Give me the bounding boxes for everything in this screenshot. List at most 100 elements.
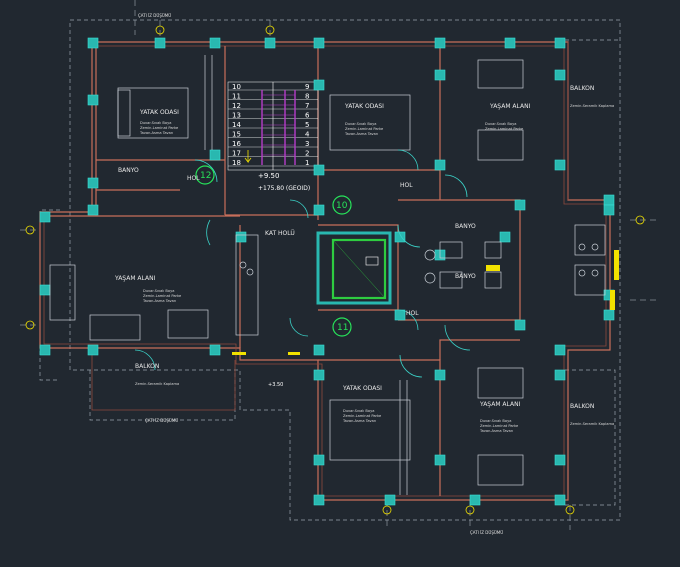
structural-column — [313, 454, 325, 466]
stair-number-left: 10 — [232, 83, 241, 91]
structural-column — [264, 37, 276, 49]
structural-column — [87, 204, 99, 216]
structural-column — [434, 454, 446, 466]
structural-column — [313, 79, 325, 91]
room-label-bath-3: BANYO — [455, 273, 476, 280]
structural-column — [554, 37, 566, 49]
stair-number-right: 3 — [305, 140, 309, 148]
yellow-accents — [232, 250, 619, 355]
doors — [134, 149, 471, 378]
stair-number-left: 14 — [232, 121, 241, 129]
unit-markers — [195, 165, 352, 337]
structural-column — [39, 211, 51, 223]
level-marker-2: +175.80 (GEOID) — [258, 185, 310, 192]
stair-number-right: 1 — [305, 159, 309, 167]
room-label-living-3: YAŞAM ALANI — [479, 401, 521, 408]
structural-column — [313, 164, 325, 176]
stair-number-right: 8 — [305, 93, 309, 101]
structural-column — [504, 37, 516, 49]
roof-label-bottom: ÇATI İZ DÜŞÜMÜ — [470, 530, 503, 535]
structural-column — [313, 369, 325, 381]
elevator-shaft — [316, 231, 392, 305]
stair-number-left: 18 — [232, 159, 241, 167]
level-marker-3: +3.50 — [268, 382, 283, 388]
columns — [39, 37, 615, 506]
stair-number-right: 4 — [305, 131, 310, 139]
structural-column — [554, 369, 566, 381]
structural-column — [434, 159, 446, 171]
room-note: Duvar.Sıvalı Boya — [143, 289, 174, 293]
room-label-living-2: YAŞAM ALANI — [114, 275, 156, 282]
stair-number-left: 11 — [232, 93, 241, 101]
structural-column — [554, 344, 566, 356]
structural-column — [39, 344, 51, 356]
room-label-bedroom-3: YATAK ODASI — [342, 385, 382, 392]
structural-column — [554, 69, 566, 81]
room-note: Tavan.Asma Tavan — [142, 299, 176, 303]
room-note: Zemin.Seramik Kaplama — [135, 382, 179, 386]
room-note: Zemin.Seramik Kaplama — [570, 104, 614, 108]
unit-number-11: 11 — [337, 323, 348, 333]
room-label-living-1: YAŞAM ALANI — [489, 103, 531, 110]
room-note: Zemin.Laminat Parke — [345, 127, 384, 131]
roof-label-top: ÇATI İZ DÜŞÜMÜ — [138, 13, 171, 18]
staircase — [227, 81, 319, 171]
structural-column — [87, 94, 99, 106]
room-note: Duvar.Sıvalı Boya — [140, 121, 171, 125]
room-note: Zemin.Seramik Kaplama — [570, 422, 614, 426]
structural-column — [313, 204, 325, 216]
room-label-hall-1: HOL — [400, 182, 413, 189]
structural-column — [499, 231, 511, 243]
unit-number-10: 10 — [336, 201, 348, 211]
structural-column — [87, 177, 99, 189]
room-note: Tavan.Asma Tavan — [479, 429, 513, 433]
structural-column — [469, 494, 481, 506]
structural-column — [313, 494, 325, 506]
room-label-bedroom-1: YATAK ODASI — [139, 109, 179, 116]
room-note: Zemin.Laminat Parke — [140, 126, 179, 130]
unit-number-12: 12 — [200, 171, 211, 181]
structural-column — [87, 37, 99, 49]
stair-number-left: 16 — [232, 140, 241, 148]
structural-column — [514, 199, 526, 211]
structural-column — [434, 37, 446, 49]
structural-column — [384, 494, 396, 506]
room-note: Tavan.Asma Tavan — [139, 131, 173, 135]
room-note: Tavan.Asma Tavan — [342, 419, 376, 423]
stair-number-right: 6 — [305, 112, 310, 120]
stair-number-right: 7 — [305, 102, 309, 110]
room-note: Duvar.Sıvalı Boya — [345, 122, 376, 126]
room-note: Duvar.Sıvalı Boya — [485, 122, 516, 126]
level-marker-1: +9.50 — [258, 172, 279, 180]
room-label-balcony-3: BALKON — [570, 403, 594, 410]
structural-column — [209, 344, 221, 356]
room-label-bedroom-2: YATAK ODASI — [344, 103, 384, 110]
structural-column — [514, 319, 526, 331]
structural-column — [603, 204, 615, 216]
structural-column — [313, 344, 325, 356]
room-label-floor-hall: KAT HOLÜ — [265, 230, 295, 237]
structural-column — [209, 37, 221, 49]
structural-column — [209, 149, 221, 161]
stair-number-left: 15 — [232, 131, 241, 139]
structural-column — [313, 37, 325, 49]
room-note: Zemin.Laminat Parke — [143, 294, 182, 298]
room-note: Duvar.Sıvalı Boya — [343, 409, 374, 413]
stair-number-right: 2 — [305, 150, 309, 158]
room-note: Zemin.Laminat Parke — [485, 127, 524, 131]
room-note: Zemin.Laminat Parke — [343, 414, 382, 418]
structural-column — [87, 344, 99, 356]
stair-number-right: 9 — [305, 83, 309, 91]
room-label-hall-2: HOL — [406, 310, 419, 317]
roof-label-balcony: ÇATI İZ DÜŞÜMÜ — [145, 418, 178, 423]
room-label-balcony-2: BALKON — [135, 363, 159, 370]
stair-number-right: 5 — [305, 121, 309, 129]
structural-column — [554, 454, 566, 466]
structural-column — [434, 369, 446, 381]
structural-column — [434, 69, 446, 81]
stair-number-left: 13 — [232, 112, 241, 120]
